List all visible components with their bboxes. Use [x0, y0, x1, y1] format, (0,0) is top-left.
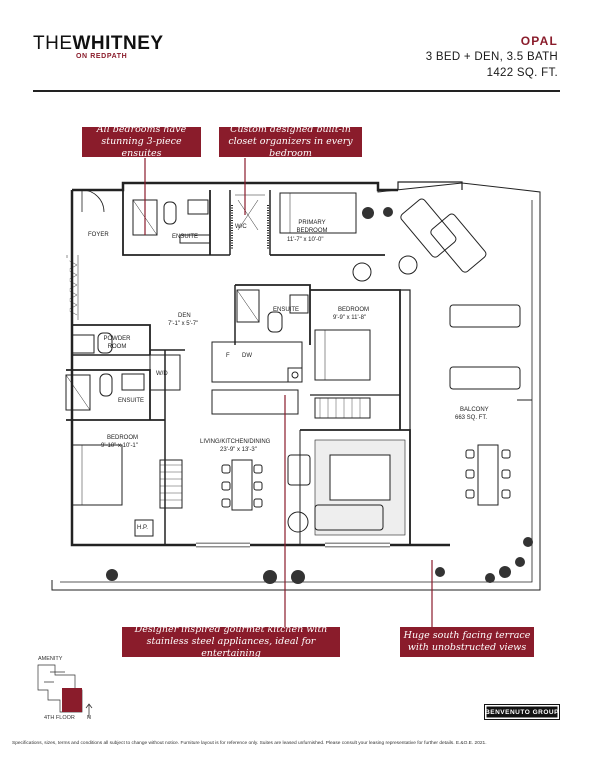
developer-logo: BENVENUTO GROUP [484, 704, 560, 720]
label-balcony-dim: 663 SQ. FT. [455, 415, 488, 421]
label-bedroom-3-dim: 9'-10" x 10'-1" [101, 443, 138, 449]
label-primary-dim: 11'-7" x 10'-0" [287, 237, 324, 243]
unit-spec: 3 BED + DEN, 3.5 BATH [425, 51, 558, 63]
brand-whitney: WHITNEY [72, 33, 164, 54]
unit-name: OPAL [520, 34, 558, 48]
label-dishwasher: DW [242, 353, 252, 359]
label-balcony: BALCONY [460, 407, 489, 413]
brand-the: THE [33, 33, 73, 54]
label-ensuite-left: ENSUITE [118, 398, 145, 404]
label-den: DEN [178, 313, 191, 319]
keyplan-floor: 4TH FLOOR [44, 715, 75, 721]
label-powder-room: POWDER ROOM [103, 336, 131, 350]
callout-ensuites: All bedrooms have stunning 3-piece ensui… [82, 124, 201, 159]
label-bedroom-2-dim: 9'-9" x 11'-8" [333, 315, 367, 321]
label-primary-bedroom: PRIMARY BEDROOM [296, 220, 328, 234]
disclaimer: Specifications, sizes, terms and conditi… [12, 741, 487, 746]
label-living-dim: 23'-9" x 13'-3" [220, 447, 257, 453]
label-ensuite-mid: ENSUITE [273, 307, 300, 313]
callout-closets: Custom designed built-in closet organize… [219, 124, 362, 159]
label-foyer: FOYER [88, 232, 109, 238]
label-bedroom-2: BEDROOM [338, 307, 370, 313]
callout-kitchen: Designer inspired gourmet kitchen with s… [122, 624, 340, 659]
label-washer-dryer: W/D [156, 371, 168, 377]
label-ensuite-top: ENSUITE [172, 234, 199, 240]
header-rule [33, 90, 560, 92]
callout-terrace: Huge south facing terrace with unobstruc… [400, 627, 534, 657]
brand-logo: THEWHITNEY [33, 34, 164, 53]
label-fridge: F [226, 353, 230, 359]
keyplan-north: N [87, 715, 91, 721]
unit-size: 1422 SQ. FT. [486, 67, 558, 79]
label-bedroom-3: BEDROOM [107, 435, 139, 441]
brand-subtitle: ON REDPATH [76, 53, 128, 60]
label-heat-pump: H.P. [137, 525, 148, 531]
label-walk-in-closet: W/C [235, 224, 247, 230]
keyplan-amenity: AMENITY [38, 656, 63, 662]
label-den-dim: 7'-1" x 5'-7" [168, 321, 199, 327]
label-living: LIVING/KITCHEN/DINING [200, 439, 271, 445]
